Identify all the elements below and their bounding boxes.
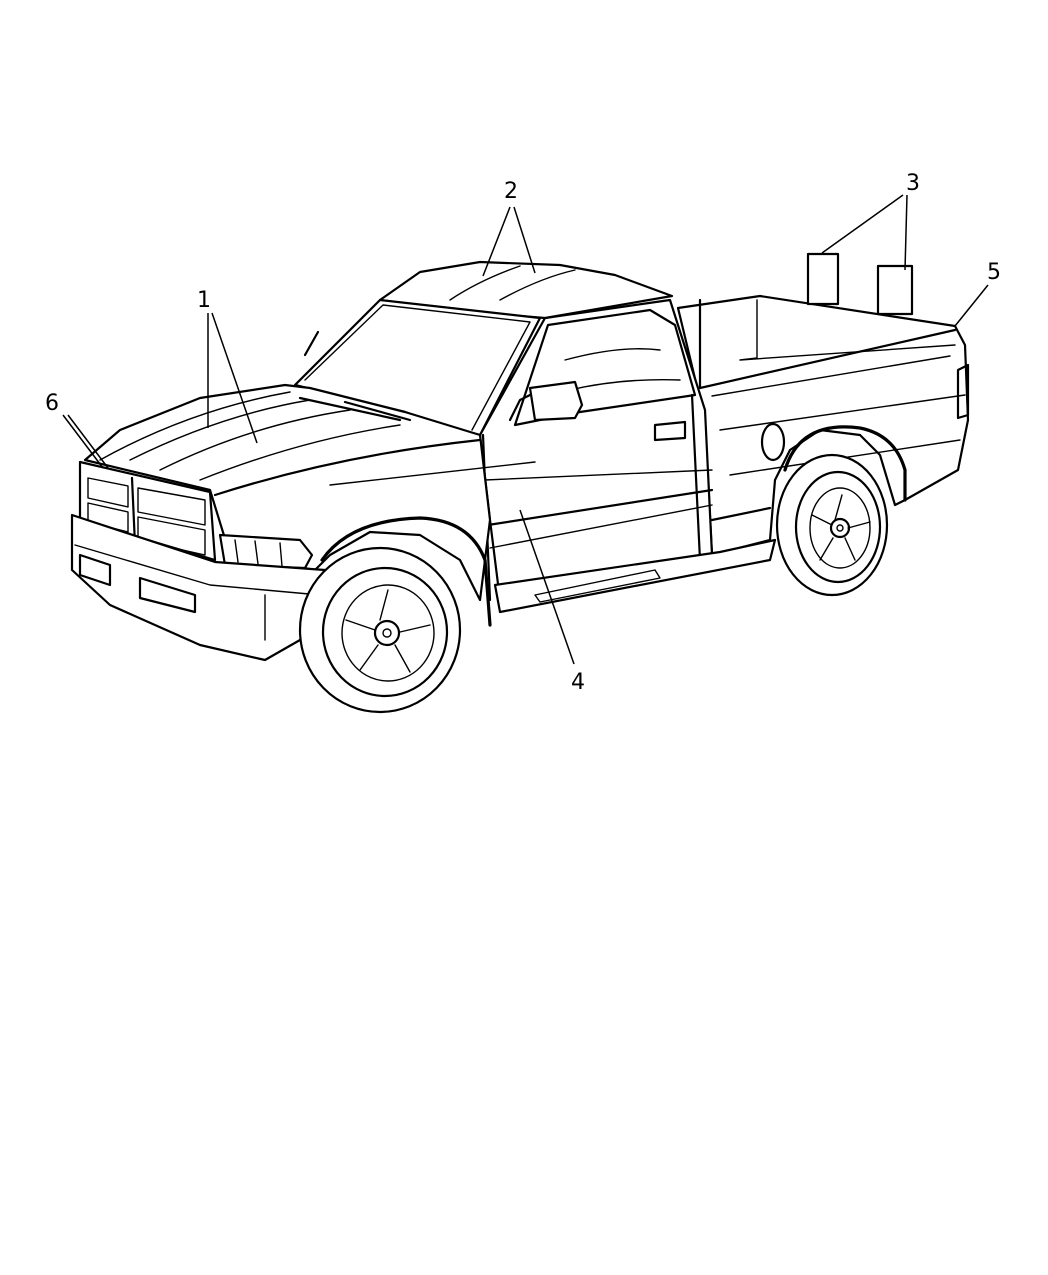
front-wheel [298, 546, 462, 714]
leader-lines [62, 194, 989, 665]
decal-swatch-left [806, 252, 840, 306]
callout-6-label: 6 [45, 391, 59, 416]
front-bumper [70, 513, 327, 662]
decal-swatch-right [876, 264, 914, 316]
callout-1-label: 1 [197, 288, 211, 313]
rear-wheel [775, 453, 889, 597]
callout-4-label: 4 [571, 670, 585, 695]
callout-5-label: 5 [987, 260, 1001, 285]
callout-2-label: 2 [504, 179, 518, 204]
grille [78, 460, 217, 562]
callout-3-label: 3 [906, 171, 920, 196]
pickup-truck-illustration [70, 260, 970, 714]
